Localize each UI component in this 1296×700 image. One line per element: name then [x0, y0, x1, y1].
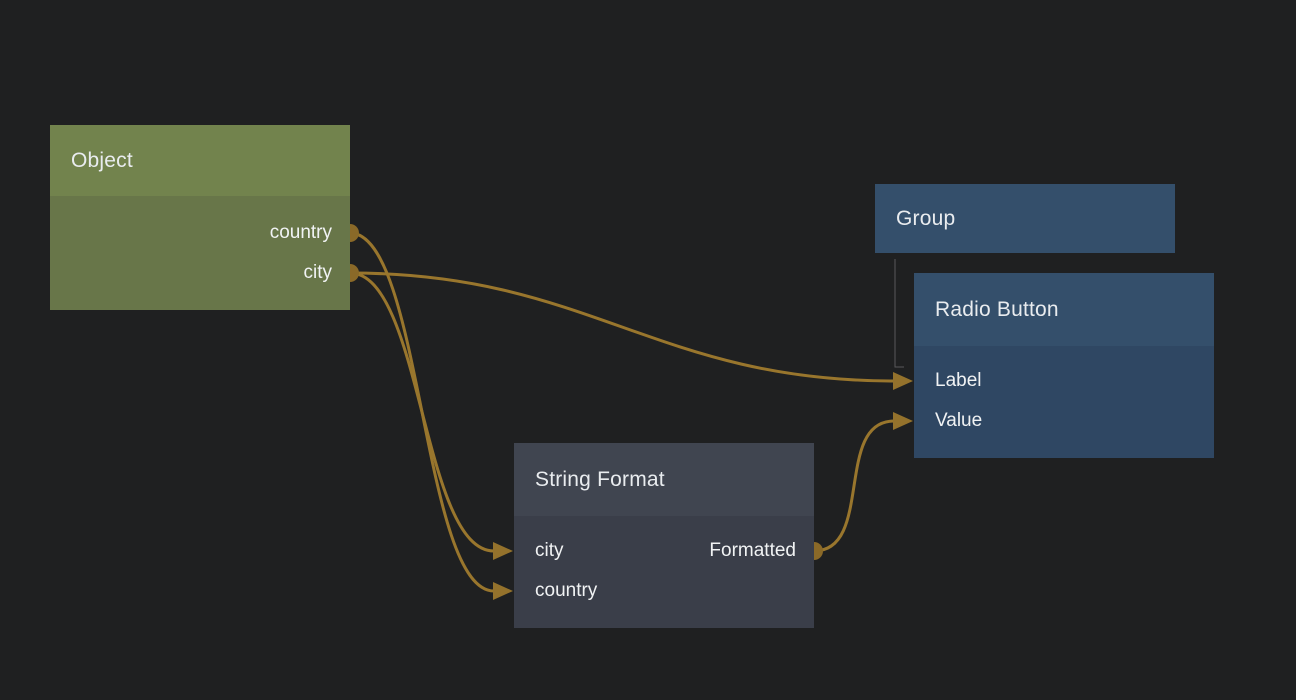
wire-object-city-to-radio-button-Label[interactable]	[348, 271, 896, 383]
input-port-arrow-radio-button-Value[interactable]	[893, 412, 913, 430]
port-row-radio-button-value: Value	[914, 407, 1214, 435]
wire-object-country-to-string-format-country[interactable]	[348, 231, 496, 593]
port-row-object-country: country	[50, 219, 350, 247]
node-title-string-format: String Format	[535, 467, 665, 491]
node-header-object[interactable]: Object	[50, 125, 350, 196]
input-port-arrow-string-format-city[interactable]	[493, 542, 513, 560]
port-label: Formatted	[709, 540, 796, 561]
port-row-radio-button-label: Label	[914, 367, 1214, 395]
port-label: city	[303, 262, 333, 283]
port-row-object-city: city	[50, 259, 350, 287]
node-title-radio-button: Radio Button	[935, 297, 1059, 321]
node-header-radio-button[interactable]: Radio Button	[914, 273, 1214, 346]
wire-object-city-to-string-format-city[interactable]	[348, 271, 496, 553]
port-label: country	[535, 580, 598, 601]
node-header-string-format[interactable]: String Format	[514, 443, 814, 516]
port-label: country	[269, 222, 332, 243]
port-row-string-format-city: city	[514, 537, 814, 565]
node-group[interactable]: Group	[875, 184, 1175, 253]
node-header-group[interactable]: Group	[875, 184, 1175, 253]
port-row-string-format-formatted: Formatted	[514, 537, 814, 565]
input-port-arrow-string-format-country[interactable]	[493, 582, 513, 600]
child-link-group-to-radio-button	[894, 259, 904, 368]
port-row-string-format-country: country	[514, 577, 814, 605]
port-label: Value	[935, 410, 983, 431]
wire-string-format-Formatted-to-radio-button-Value[interactable]	[812, 419, 896, 553]
node-title-group: Group	[896, 206, 956, 230]
input-port-arrow-radio-button-Label[interactable]	[893, 372, 913, 390]
node-object[interactable]: Object country city	[50, 125, 350, 310]
port-label: city	[535, 540, 564, 561]
port-label: Label	[935, 370, 982, 391]
node-string-format[interactable]: String Format city country Formatted	[514, 443, 814, 628]
node-title-object: Object	[71, 148, 133, 172]
